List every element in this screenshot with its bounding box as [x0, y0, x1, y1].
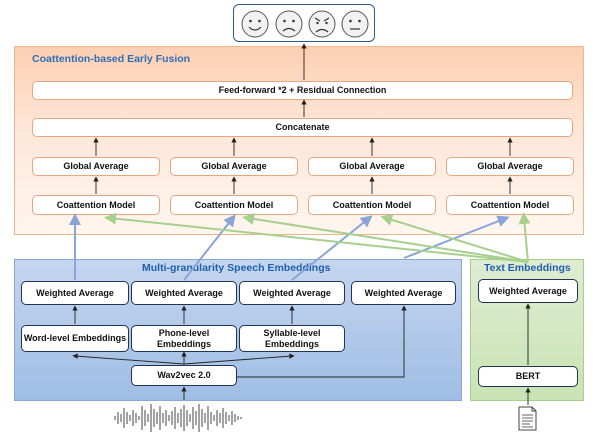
text-title: Text Embeddings [484, 262, 571, 274]
happy-face-icon [241, 10, 269, 38]
text-weighted-average: Weighted Average [478, 279, 578, 303]
bert-box: BERT [478, 366, 578, 387]
neutral-face-icon [341, 10, 369, 38]
document-icon [518, 406, 537, 431]
sad-face-icon [275, 10, 303, 38]
fusion-title: Coattention-based Early Fusion [32, 53, 191, 65]
global-average-box-1: Global Average [32, 157, 160, 176]
speech-title: Multi-granularity Speech Embeddings [142, 262, 331, 274]
global-average-box-3: Global Average [308, 157, 436, 176]
syllable-level-embeddings: Syllable-level Embeddings [239, 325, 345, 352]
concatenate-box: Concatenate [32, 118, 573, 137]
weighted-average-phone: Weighted Average [131, 281, 237, 305]
global-average-box-4: Global Average [446, 157, 574, 176]
coattention-box-4: Coattention Model [446, 195, 574, 215]
emotion-faces [241, 10, 369, 38]
weighted-average-word: Weighted Average [21, 281, 129, 305]
weighted-average-syllable: Weighted Average [239, 281, 345, 305]
global-average-box-2: Global Average [170, 157, 298, 176]
weighted-average-utterance: Weighted Average [351, 281, 456, 305]
angry-face-icon [308, 10, 336, 38]
wav2vec-box: Wav2vec 2.0 [131, 365, 237, 386]
word-level-embeddings: Word-level Embeddings [21, 325, 129, 352]
emotion-output-panel [233, 4, 375, 42]
coattention-box-1: Coattention Model [32, 195, 160, 215]
audio-waveform-icon [114, 404, 242, 432]
coattention-box-3: Coattention Model [308, 195, 436, 215]
